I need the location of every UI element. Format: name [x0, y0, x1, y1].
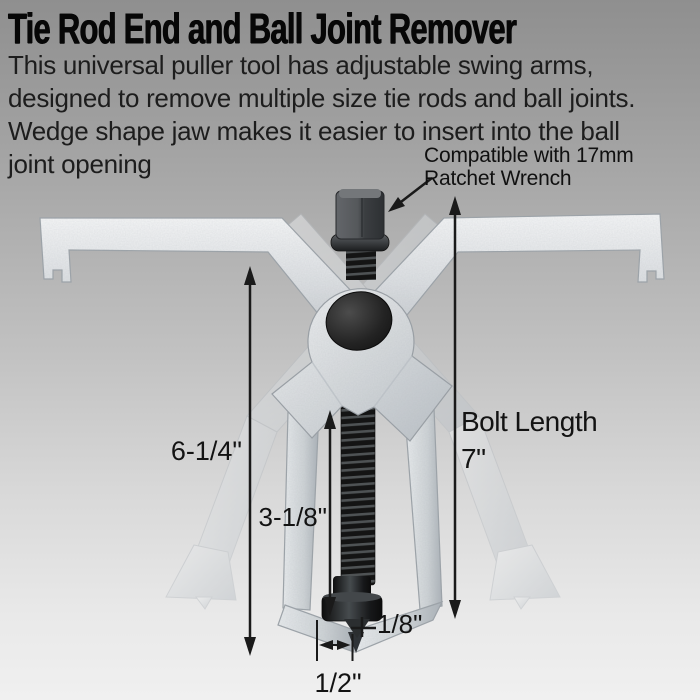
dimension-tip-size: 1/8"	[377, 609, 423, 639]
arrowhead-down-icon	[449, 600, 461, 619]
arrowhead-up-icon	[324, 410, 336, 429]
dimension-bolt-length: Bolt Length 7"	[461, 406, 598, 474]
arrowhead-down-icon	[244, 637, 256, 656]
dimension-screw-clearance: 3-1/8"	[258, 502, 328, 532]
arrowhead-up-icon	[244, 266, 256, 285]
product-description: This universal puller tool has adjustabl…	[8, 50, 636, 179]
page-title-text: Tie Rod End and Ball Joint Remover	[8, 5, 517, 53]
arrowhead-up-icon	[449, 196, 461, 215]
hex-top-face	[339, 189, 381, 198]
arrowhead-down-icon	[324, 597, 336, 616]
ghost-foot-right	[489, 544, 561, 601]
upper-thread	[346, 246, 376, 280]
ratchet-leader-line	[396, 177, 433, 206]
arrowhead-leader-icon	[388, 197, 405, 212]
dimension-jaw-opening: 1/2"	[314, 668, 362, 698]
pivot-cap	[325, 291, 393, 351]
ghost-foot-right-claw	[513, 596, 531, 610]
arrowhead-left-icon	[319, 640, 333, 650]
foot-rim	[323, 592, 381, 602]
page-title: Tie Rod End and Ball Joint Remover	[8, 5, 700, 54]
ghost-foot-left-claw	[195, 596, 213, 610]
arrowhead-right-icon	[337, 640, 351, 650]
dimension-overall-height: 6-1/4"	[170, 436, 242, 466]
ghost-foot-left	[165, 544, 237, 601]
hex-drive-head	[335, 190, 385, 240]
dimension-lines	[244, 177, 461, 661]
ratchet-compatibility-note: Compatible with 17mm Ratchet Wrench	[424, 144, 634, 190]
center-yoke	[271, 288, 453, 442]
drive-hardware	[330, 189, 390, 280]
